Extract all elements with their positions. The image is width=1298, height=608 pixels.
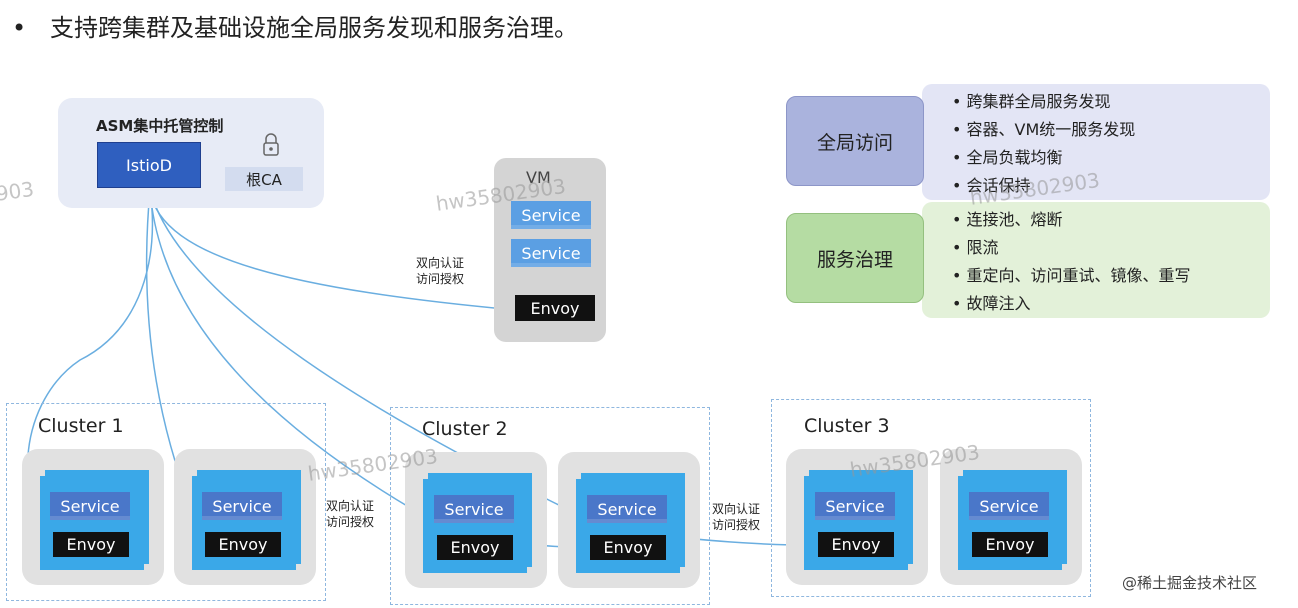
cluster-2-pod-1-service: Service — [434, 495, 514, 523]
global-access-label: 全局访问 — [786, 96, 924, 186]
headline-text: 支持跨集群及基础设施全局服务发现和服务治理。 — [50, 14, 578, 42]
credit-text: @稀土掘金技术社区 — [1122, 574, 1258, 592]
vm-service-1: Service — [511, 201, 591, 229]
asm-title: ASM集中托管控制 — [96, 117, 224, 135]
vm-service-2: Service — [511, 239, 591, 267]
lock-icon — [262, 133, 280, 163]
cluster-1-pod-2-envoy: Envoy — [205, 532, 281, 557]
cluster-3-pod-1-envoy: Envoy — [818, 532, 894, 557]
line-istiod-vm — [149, 189, 516, 311]
mtls-label-c2-c3-line2: 访问授权 — [712, 518, 761, 532]
global-access-item-3: • 全局负载均衡 — [952, 148, 1063, 167]
mtls-label-c1-c2-line1: 双向认证 — [326, 499, 375, 513]
cluster-1-pod-1-envoy: Envoy — [53, 532, 129, 557]
cluster-2-title: Cluster 2 — [422, 418, 508, 440]
global-access-item-4: • 会话保持 — [952, 176, 1031, 195]
cluster-2-pod-1-envoy: Envoy — [437, 535, 513, 560]
cluster-1 — [6, 403, 326, 601]
root-ca-box: 根CA — [225, 167, 303, 191]
mtls-label-c2-c3: 双向认证 访问授权 — [712, 501, 760, 533]
headline: • 支持跨集群及基础设施全局服务发现和服务治理。 — [12, 8, 578, 43]
global-access-item-1: • 跨集群全局服务发现 — [952, 92, 1111, 111]
governance-list: • 连接池、熔断 • 限流 • 重定向、访问重试、镜像、重写 • 故障注入 — [922, 202, 1270, 318]
governance-item-2: • 限流 — [952, 238, 999, 257]
cluster-1-pod-1-service: Service — [50, 492, 130, 520]
mtls-label-c2-c3-line1: 双向认证 — [712, 502, 761, 516]
cluster-3-title: Cluster 3 — [804, 415, 890, 437]
cluster-1-pod-2-service: Service — [202, 492, 282, 520]
governance-item-1: • 连接池、熔断 — [952, 210, 1063, 229]
cluster-3-pod-2-service: Service — [969, 492, 1049, 520]
global-access-list: • 跨集群全局服务发现 • 容器、VM统一服务发现 • 全局负载均衡 • 会话保… — [922, 84, 1270, 200]
vm-envoy: Envoy — [515, 295, 595, 321]
headline-bullet: • — [12, 14, 27, 42]
cluster-3-pod-1-service: Service — [815, 492, 895, 520]
governance-item-3: • 重定向、访问重试、镜像、重写 — [952, 266, 1191, 285]
global-access-item-2: • 容器、VM统一服务发现 — [952, 120, 1136, 139]
mtls-label-vm-line1: 双向认证 — [416, 256, 465, 270]
line-istiod-c2-pod1 — [149, 189, 441, 526]
cluster-2 — [390, 407, 710, 605]
governance-label: 服务治理 — [786, 213, 924, 303]
mtls-label-vm: 双向认证 访问授权 — [416, 255, 464, 287]
cluster-2-pod-2-service: Service — [587, 495, 667, 523]
cluster-3-pod-2-envoy: Envoy — [972, 532, 1048, 557]
vm-label: VM — [526, 168, 551, 187]
mtls-label-c1-c2-line2: 访问授权 — [326, 515, 375, 529]
cluster-1-title: Cluster 1 — [38, 415, 124, 437]
mtls-label-vm-line2: 访问授权 — [416, 272, 465, 286]
cluster-3 — [771, 399, 1091, 597]
cluster-2-pod-2-envoy: Envoy — [590, 535, 666, 560]
istiod-box: IstioD — [97, 142, 201, 188]
governance-item-4: • 故障注入 — [952, 294, 1031, 313]
mtls-label-c1-c2: 双向认证 访问授权 — [326, 498, 374, 530]
